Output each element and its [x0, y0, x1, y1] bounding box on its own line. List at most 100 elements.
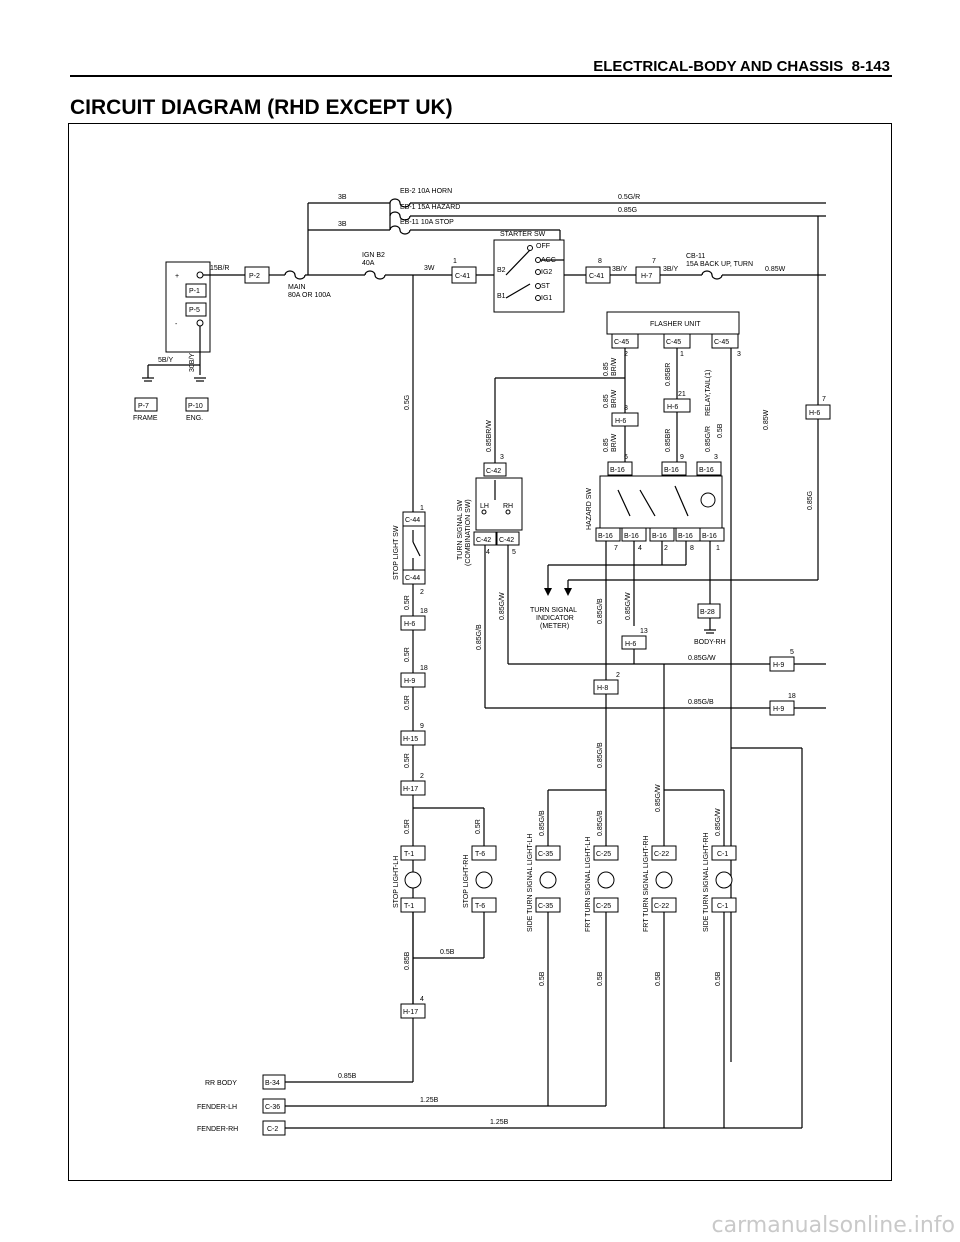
- wire-05r-c: 0.5R: [404, 695, 411, 710]
- diagram-frame: [68, 123, 892, 1181]
- pin-21-h6: 21: [678, 391, 686, 398]
- hazard-sw-label: HAZARD SW: [586, 488, 593, 530]
- pin-4-b16: 4: [638, 545, 642, 552]
- pin-8-h6: 8: [624, 405, 628, 412]
- pin-6-h7: 7: [652, 258, 656, 265]
- fuse-cb11-desc: 15A BACK UP, TURN: [686, 261, 753, 268]
- pin-2-c44: 2: [420, 589, 424, 596]
- wire-05r-d: 0.5R: [404, 753, 411, 768]
- turn-sw-lh: LH: [480, 503, 489, 510]
- lamp-side-lh-conn-top: C-35: [538, 851, 553, 858]
- conn-b16-b3: B-16: [652, 533, 667, 540]
- wire-085g-vert: 0.85G: [807, 491, 814, 510]
- pin-2-h17: 2: [420, 773, 424, 780]
- header-section: ELECTRICAL-BODY AND CHASSIS: [593, 58, 844, 75]
- conn-c42-l: C-42: [476, 537, 491, 544]
- lamp-frt-rh-conn-bot: C-22: [654, 903, 669, 910]
- wire-085gw-a: 0.85G/W: [625, 592, 632, 620]
- starter-pos-off: OFF: [536, 243, 550, 250]
- wire-05b-lamp3: 0.5B: [655, 971, 662, 986]
- pin-18-h9: 18: [420, 665, 428, 672]
- wire-3w-label: 3W: [424, 265, 435, 272]
- wire-3b-top: 3B: [338, 194, 347, 201]
- wire-085gw-lamp: 0.85G/W: [715, 808, 722, 836]
- conn-h6-d: H-6: [625, 641, 636, 648]
- page-header: ELECTRICAL-BODY AND CHASSIS 8-143: [593, 58, 890, 75]
- pin-6-h6: 7: [822, 396, 826, 403]
- conn-p1: P-1: [189, 288, 200, 295]
- header-rule: [70, 75, 892, 77]
- wire-05b-lamp4: 0.5B: [715, 971, 722, 986]
- lamp-stop-lh-conn-bot: T-1: [404, 903, 414, 910]
- wire-125b-rh: 1.25B: [490, 1119, 509, 1126]
- ground-eng-label: ENG.: [186, 415, 203, 422]
- pin-1-c44: 1: [420, 505, 424, 512]
- conn-c44-top: C-44: [405, 517, 420, 524]
- wire-30by-label: 30B/Y: [189, 353, 196, 372]
- conn-h8: H-8: [597, 685, 608, 692]
- ground-fender-rh: FENDER-RH: [197, 1126, 238, 1133]
- starter-pos-ig2: IG2: [541, 269, 552, 276]
- conn-p2: P-2: [249, 273, 260, 280]
- wire-085gr-label: 0.85G/R: [705, 426, 712, 452]
- battery-negative: -: [175, 321, 178, 328]
- wire-5by-label: 5B/Y: [158, 357, 174, 364]
- ground-frame-label: FRAME: [133, 415, 158, 422]
- lamp-stop-lh-label: STOP LIGHT-LH: [393, 856, 400, 908]
- indicator-label-2: INDICATOR: [536, 615, 574, 622]
- lamp-stop-rh-conn-bot: T-6: [475, 903, 485, 910]
- pin-2-b16: 2: [664, 545, 668, 552]
- wire-05r-b: 0.5R: [404, 647, 411, 662]
- wire-085gb-a: 0.85G/B: [597, 598, 604, 624]
- flasher-unit-title: FLASHER UNIT: [650, 321, 701, 328]
- conn-c45-3: C-45: [714, 339, 729, 346]
- fuse-ignb2-rating: 40A: [362, 260, 375, 267]
- wire-085g-label: 0.85G: [618, 207, 637, 214]
- conn-c44-bot: C-44: [405, 575, 420, 582]
- lamp-stop-rh: [471, 845, 497, 913]
- wire-085-b: 0.85: [603, 394, 610, 408]
- conn-h6-a: H-6: [615, 418, 626, 425]
- fuse-eb1-label: EB-1 15A HAZARD: [400, 204, 460, 211]
- pin-5-h9: 5: [790, 649, 794, 656]
- pin-8-c41: 8: [598, 258, 602, 265]
- wire-125b-lh: 1.25B: [420, 1097, 439, 1104]
- indicator-label-1: TURN SIGNAL: [530, 607, 577, 614]
- conn-c2: C-2: [267, 1126, 278, 1133]
- conn-c36: C-36: [265, 1104, 280, 1111]
- wire-085-a: 0.85: [603, 362, 610, 376]
- conn-c41-left: C-41: [455, 273, 470, 280]
- conn-b16-b5: B-16: [702, 533, 717, 540]
- conn-h6-b: H-6: [667, 404, 678, 411]
- conn-c45-2: C-45: [666, 339, 681, 346]
- pin-1-c45: 1: [680, 351, 684, 358]
- conn-c42-top: C-42: [486, 468, 501, 475]
- fuse-main-label: MAIN: [288, 284, 306, 291]
- starter-switch-title: STARTER SW: [500, 231, 546, 238]
- top-supply-lines: [307, 198, 826, 275]
- watermark: carmanualsonline.info: [711, 1213, 955, 1238]
- wire-085gb-lamp2: 0.85G/B: [597, 810, 604, 836]
- wire-05r-e: 0.5R: [404, 819, 411, 834]
- lamp-side-rh: [711, 845, 737, 913]
- pin-1-c41: 1: [453, 258, 457, 265]
- fuse-cb11-label: CB-11: [686, 253, 705, 260]
- battery-positive: +: [175, 273, 179, 280]
- wire-085gw-b: 0.85G/W: [499, 592, 506, 620]
- wire-05b-lamp2: 0.5B: [597, 971, 604, 986]
- battery: [165, 261, 211, 353]
- turn-sw-rh: RH: [503, 503, 513, 510]
- lamp-frt-lh-label: FRT TURN SIGNAL LIGHT-LH: [585, 837, 592, 932]
- wire-085b-ground: 0.85B: [338, 1073, 357, 1080]
- wire-05r-a: 0.5R: [404, 595, 411, 610]
- hazard-switch: [595, 461, 725, 542]
- wire-085br-a: 0.85BR: [665, 363, 672, 386]
- lamp-side-lh: [535, 845, 561, 913]
- conn-p10: P-10: [188, 403, 203, 410]
- wire-085b-vert: 0.85B: [404, 951, 411, 970]
- fuse-eb11-label: EB-11 10A STOP: [400, 219, 454, 226]
- page-title: CIRCUIT DIAGRAM (RHD EXCEPT UK): [70, 96, 453, 119]
- lamp-side-rh-label: SIDE TURN SIGNAL LIGHT-RH: [703, 832, 710, 932]
- conn-h6-c: H-6: [809, 410, 820, 417]
- ground-fender-lh: FENDER-LH: [197, 1104, 237, 1111]
